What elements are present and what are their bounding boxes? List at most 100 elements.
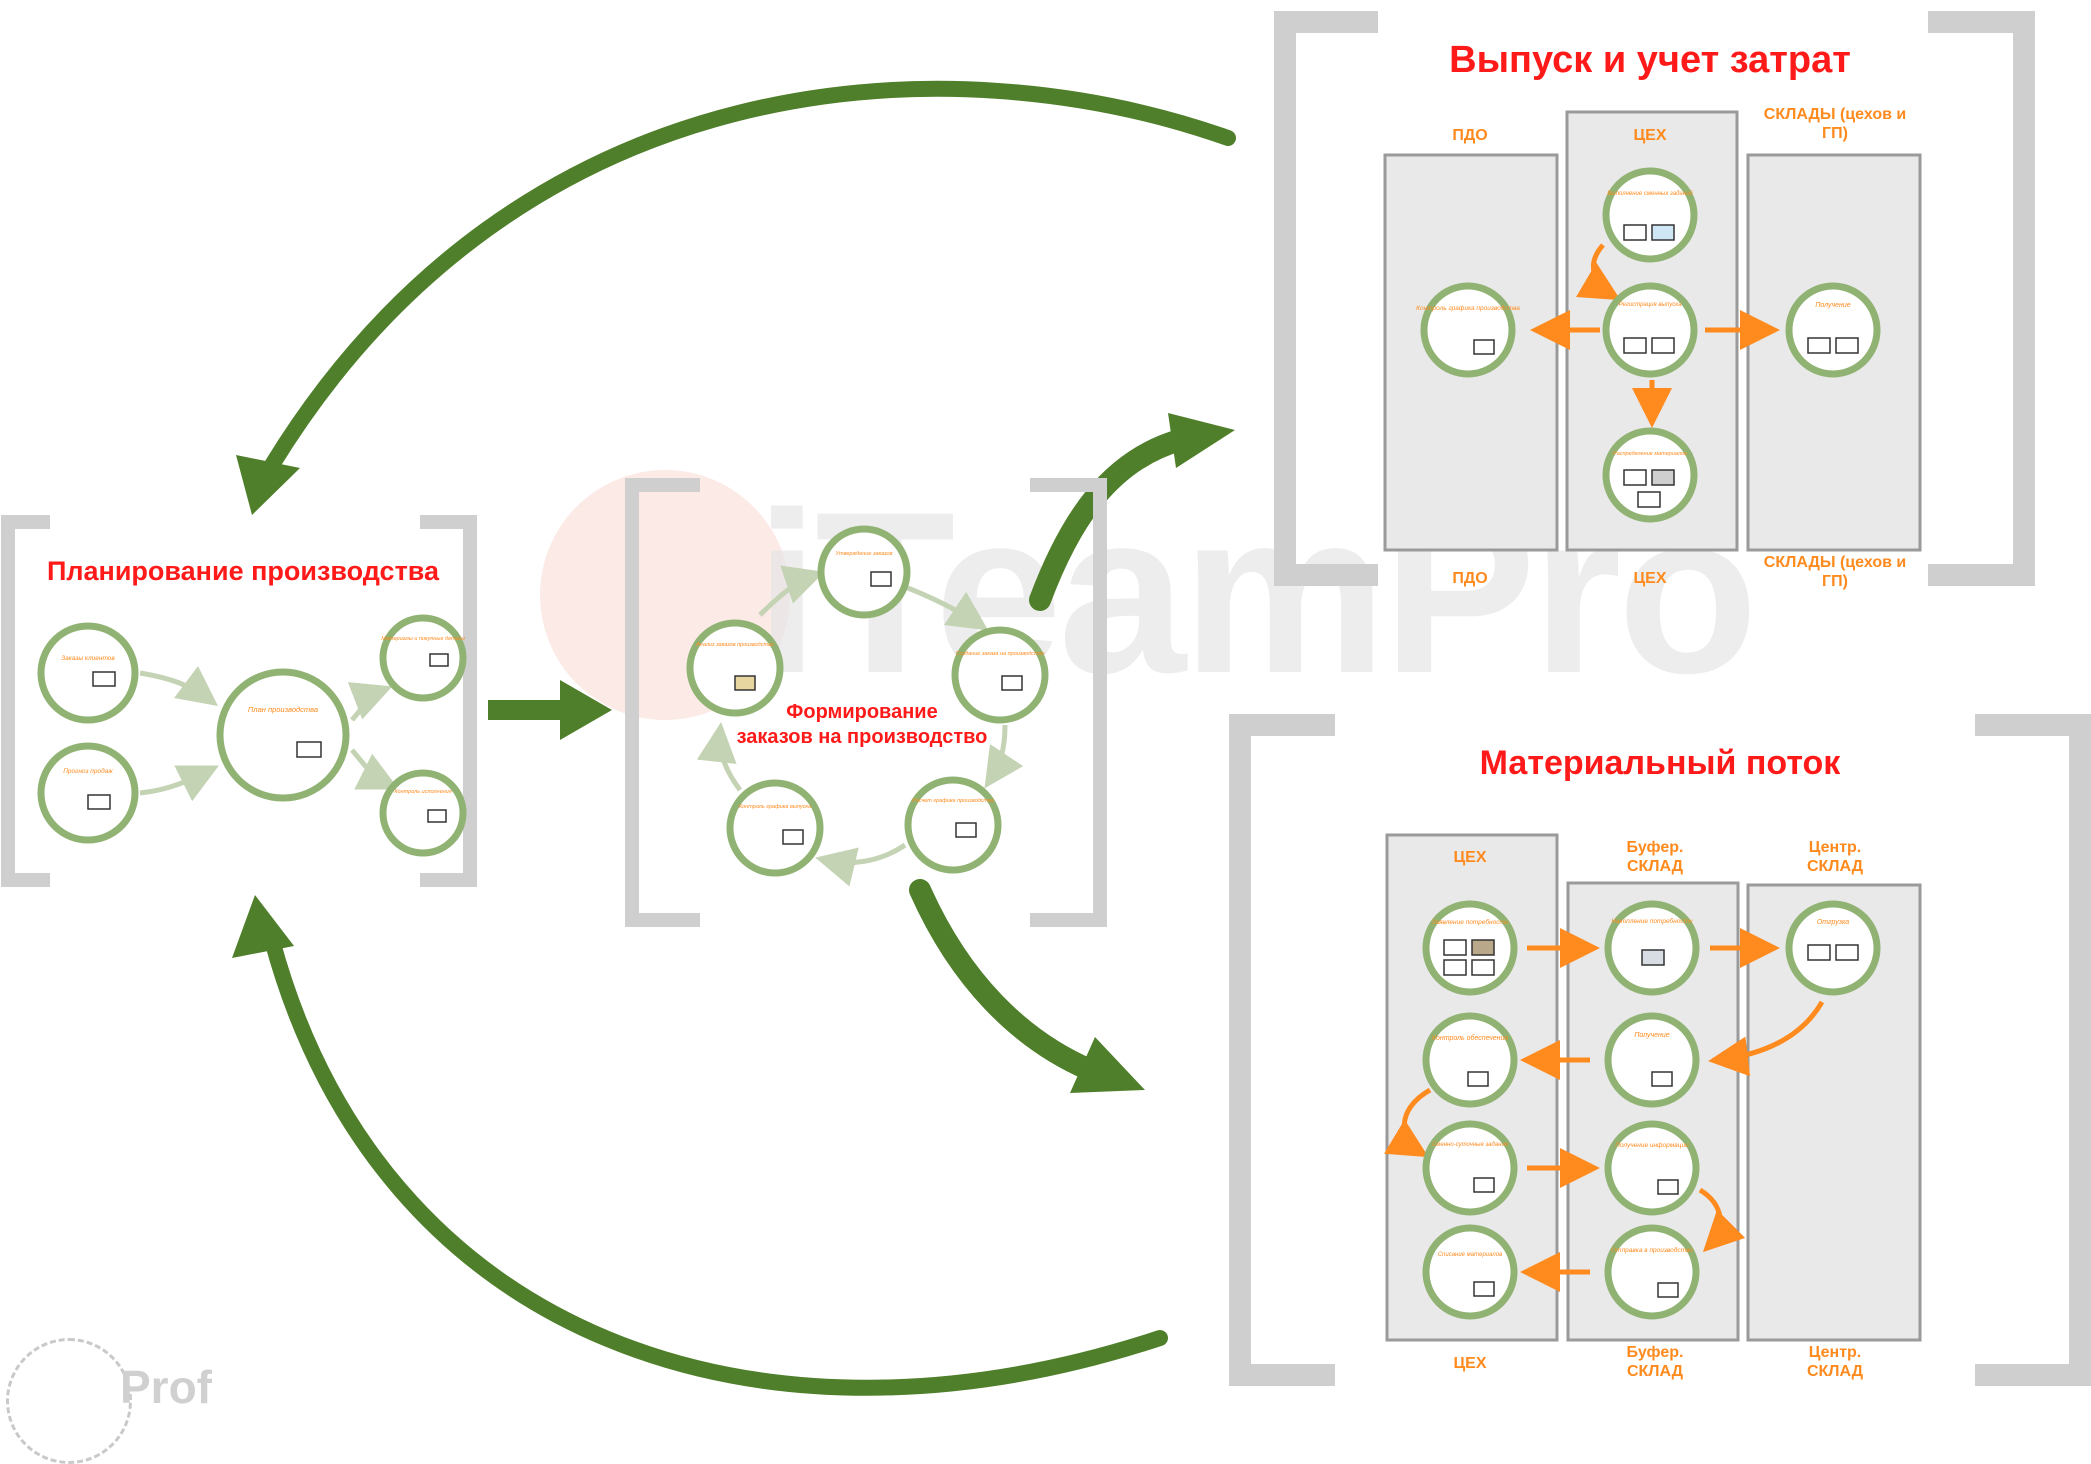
release-header-warehouse: СКЛАДЫ (цехов и ГП) bbox=[1763, 106, 1907, 142]
material-node-demand-request: Заявление потребности bbox=[1422, 900, 1518, 996]
orders-node-1-label: Утверждение заказов bbox=[835, 551, 893, 557]
orders-node-3: Расчет графика производства bbox=[904, 776, 1002, 874]
material-block: Материальный поток ЦЕХ Буфер. СКЛАД Цент… bbox=[1229, 714, 2091, 1386]
orders-node-1: Утверждение заказов bbox=[817, 525, 911, 619]
release-node-shift-tasks-label: Выполнение сменных заданий bbox=[1607, 190, 1693, 197]
monitor-icon bbox=[734, 675, 756, 691]
release-bracket-left bbox=[1274, 11, 1378, 586]
release-node-distribution-label: Распределение материалов bbox=[1613, 451, 1687, 457]
material-node-shipment-label: Отгрузка bbox=[1817, 919, 1849, 926]
monitor-icon bbox=[955, 822, 977, 838]
process-diagram: Планирование производства Заказы клиенто… bbox=[1, 11, 2091, 1396]
material-node-writeoff: Списание материалов bbox=[1422, 1224, 1518, 1320]
monitor-icon bbox=[1651, 469, 1675, 486]
orders-node-2: Создание заказа на производство bbox=[951, 626, 1049, 724]
monitor-icon bbox=[429, 653, 449, 667]
node-orders-label: Заказы клиентов bbox=[61, 655, 115, 662]
arrow-orders-to-material bbox=[909, 879, 1101, 1081]
monitor-icon bbox=[92, 671, 116, 687]
release-footer-pdo: ПДО bbox=[1452, 570, 1487, 587]
material-node-info-receive: Получение информации bbox=[1604, 1120, 1700, 1216]
planning-bracket-left bbox=[1, 515, 50, 887]
arrow-material-to-planning-head bbox=[232, 895, 294, 958]
monitor-icon bbox=[1641, 949, 1665, 966]
orders-node-5: Анализ заказов производства bbox=[686, 619, 784, 717]
release-node-distribution: Распределение материалов bbox=[1602, 427, 1698, 523]
release-node-receiving-label: Получение bbox=[1815, 302, 1850, 309]
material-header-central: Центр. СКЛАД bbox=[1806, 839, 1864, 875]
monitor-icon bbox=[1657, 1179, 1679, 1195]
node-out-bottom-label: Контроль исполнения bbox=[394, 789, 451, 795]
monitor-icon bbox=[1473, 1281, 1495, 1297]
material-footer-central: Центр. СКЛАД bbox=[1806, 1344, 1864, 1380]
monitor-icon bbox=[1657, 1282, 1679, 1298]
release-node-control-schedule: Контроль графика производства bbox=[1416, 282, 1520, 378]
release-header-pdo: ПДО bbox=[1452, 127, 1487, 144]
planning-bracket-right bbox=[420, 515, 477, 887]
material-node-shift-tasks: Сменно-суточные задания bbox=[1422, 1120, 1518, 1216]
material-bracket-right bbox=[1975, 714, 2091, 1386]
monitor-icon bbox=[870, 571, 892, 587]
monitor-icon bbox=[1001, 675, 1023, 691]
monitor-icon bbox=[1623, 337, 1647, 354]
material-node-demand-request-label: Заявление потребности bbox=[1431, 918, 1508, 926]
orders-cycle-block: Утверждение заказов Создание заказа на п… bbox=[625, 478, 1107, 927]
monitor-icon bbox=[1467, 1071, 1489, 1087]
node-orders: Заказы клиентов bbox=[37, 622, 139, 724]
material-node-supply-control: Контроль обеспечения bbox=[1422, 1012, 1518, 1108]
material-header-buffer: Буфер. СКЛАД bbox=[1626, 839, 1684, 875]
monitor-icon bbox=[1807, 944, 1831, 961]
release-node-control-schedule-label: Контроль графика производства bbox=[1416, 304, 1520, 312]
monitor-icon bbox=[1835, 944, 1859, 961]
monitor-icon bbox=[1807, 337, 1831, 354]
company-logo: Prof bbox=[0, 1320, 280, 1464]
material-node-demand-collect: Накопление потребности bbox=[1604, 900, 1700, 996]
orders-title-line2: заказов на производство bbox=[737, 726, 988, 748]
monitor-icon bbox=[1651, 337, 1675, 354]
arrow-material-to-planning bbox=[264, 932, 1168, 1396]
orders-title-line1: Формирование bbox=[786, 701, 937, 723]
arrow-release-to-planning bbox=[264, 80, 1236, 473]
monitor-icon bbox=[1443, 939, 1467, 956]
orders-node-3-label: Расчет графика производства bbox=[912, 798, 994, 804]
orders-node-4: Контроль графика выпуска bbox=[726, 779, 824, 877]
orders-node-5-label: Анализ заказов производства bbox=[695, 642, 774, 648]
planning-block: Планирование производства Заказы клиенто… bbox=[1, 515, 477, 887]
arrow-orders-to-release-head bbox=[1168, 413, 1235, 468]
monitor-icon bbox=[1651, 1071, 1673, 1087]
orders-node-4-label: Контроль графика выпуска bbox=[739, 804, 811, 810]
monitor-icon bbox=[1471, 959, 1495, 976]
planning-title: Планирование производства bbox=[47, 556, 440, 586]
release-bracket-right bbox=[1928, 11, 2035, 586]
monitor-icon bbox=[87, 794, 111, 810]
material-node-receiving: Получение bbox=[1604, 1012, 1700, 1108]
material-node-shipment: Отгрузка bbox=[1785, 900, 1881, 996]
material-node-send-production-label: Отправка в производство bbox=[1611, 1246, 1693, 1254]
logo-text: Prof bbox=[120, 1361, 212, 1413]
node-forecast-label: Прогноз продаж bbox=[63, 767, 113, 775]
node-out-bottom: Контроль исполнения bbox=[379, 769, 467, 857]
release-block: Выпуск и учет затрат ПДО ЦЕХ СКЛАДЫ (цех… bbox=[1274, 11, 2035, 590]
logo-emblem-icon bbox=[6, 1338, 132, 1464]
monitor-icon bbox=[296, 741, 322, 758]
release-title: Выпуск и учет затрат bbox=[1449, 39, 1851, 81]
release-node-shift-tasks: Выполнение сменных заданий bbox=[1602, 167, 1698, 263]
release-header-shop: ЦЕХ bbox=[1633, 127, 1666, 144]
monitor-icon bbox=[427, 809, 447, 823]
monitor-icon bbox=[1443, 959, 1467, 976]
material-node-info-receive-label: Получение информации bbox=[1615, 1142, 1689, 1149]
material-node-supply-control-label: Контроль обеспечения bbox=[1432, 1034, 1509, 1042]
monitor-icon bbox=[1473, 1177, 1495, 1193]
arrow-orders-to-release bbox=[1029, 429, 1191, 611]
orders-bracket-left bbox=[625, 478, 700, 927]
material-node-send-production: Отправка в производство bbox=[1604, 1224, 1700, 1320]
release-node-register-output: Регистрация выпуска bbox=[1602, 282, 1698, 378]
monitor-icon bbox=[1473, 339, 1495, 355]
arrow-release-to-planning-head bbox=[236, 455, 300, 515]
monitor-icon bbox=[1623, 469, 1647, 486]
release-footer-warehouse: СКЛАДЫ (цехов и ГП) bbox=[1763, 554, 1907, 590]
monitor-icon bbox=[1623, 224, 1647, 241]
release-node-register-output-label: Регистрация выпуска bbox=[1619, 302, 1682, 308]
material-footer-shop: ЦЕХ bbox=[1453, 1355, 1486, 1372]
material-header-shop: ЦЕХ bbox=[1453, 849, 1486, 866]
